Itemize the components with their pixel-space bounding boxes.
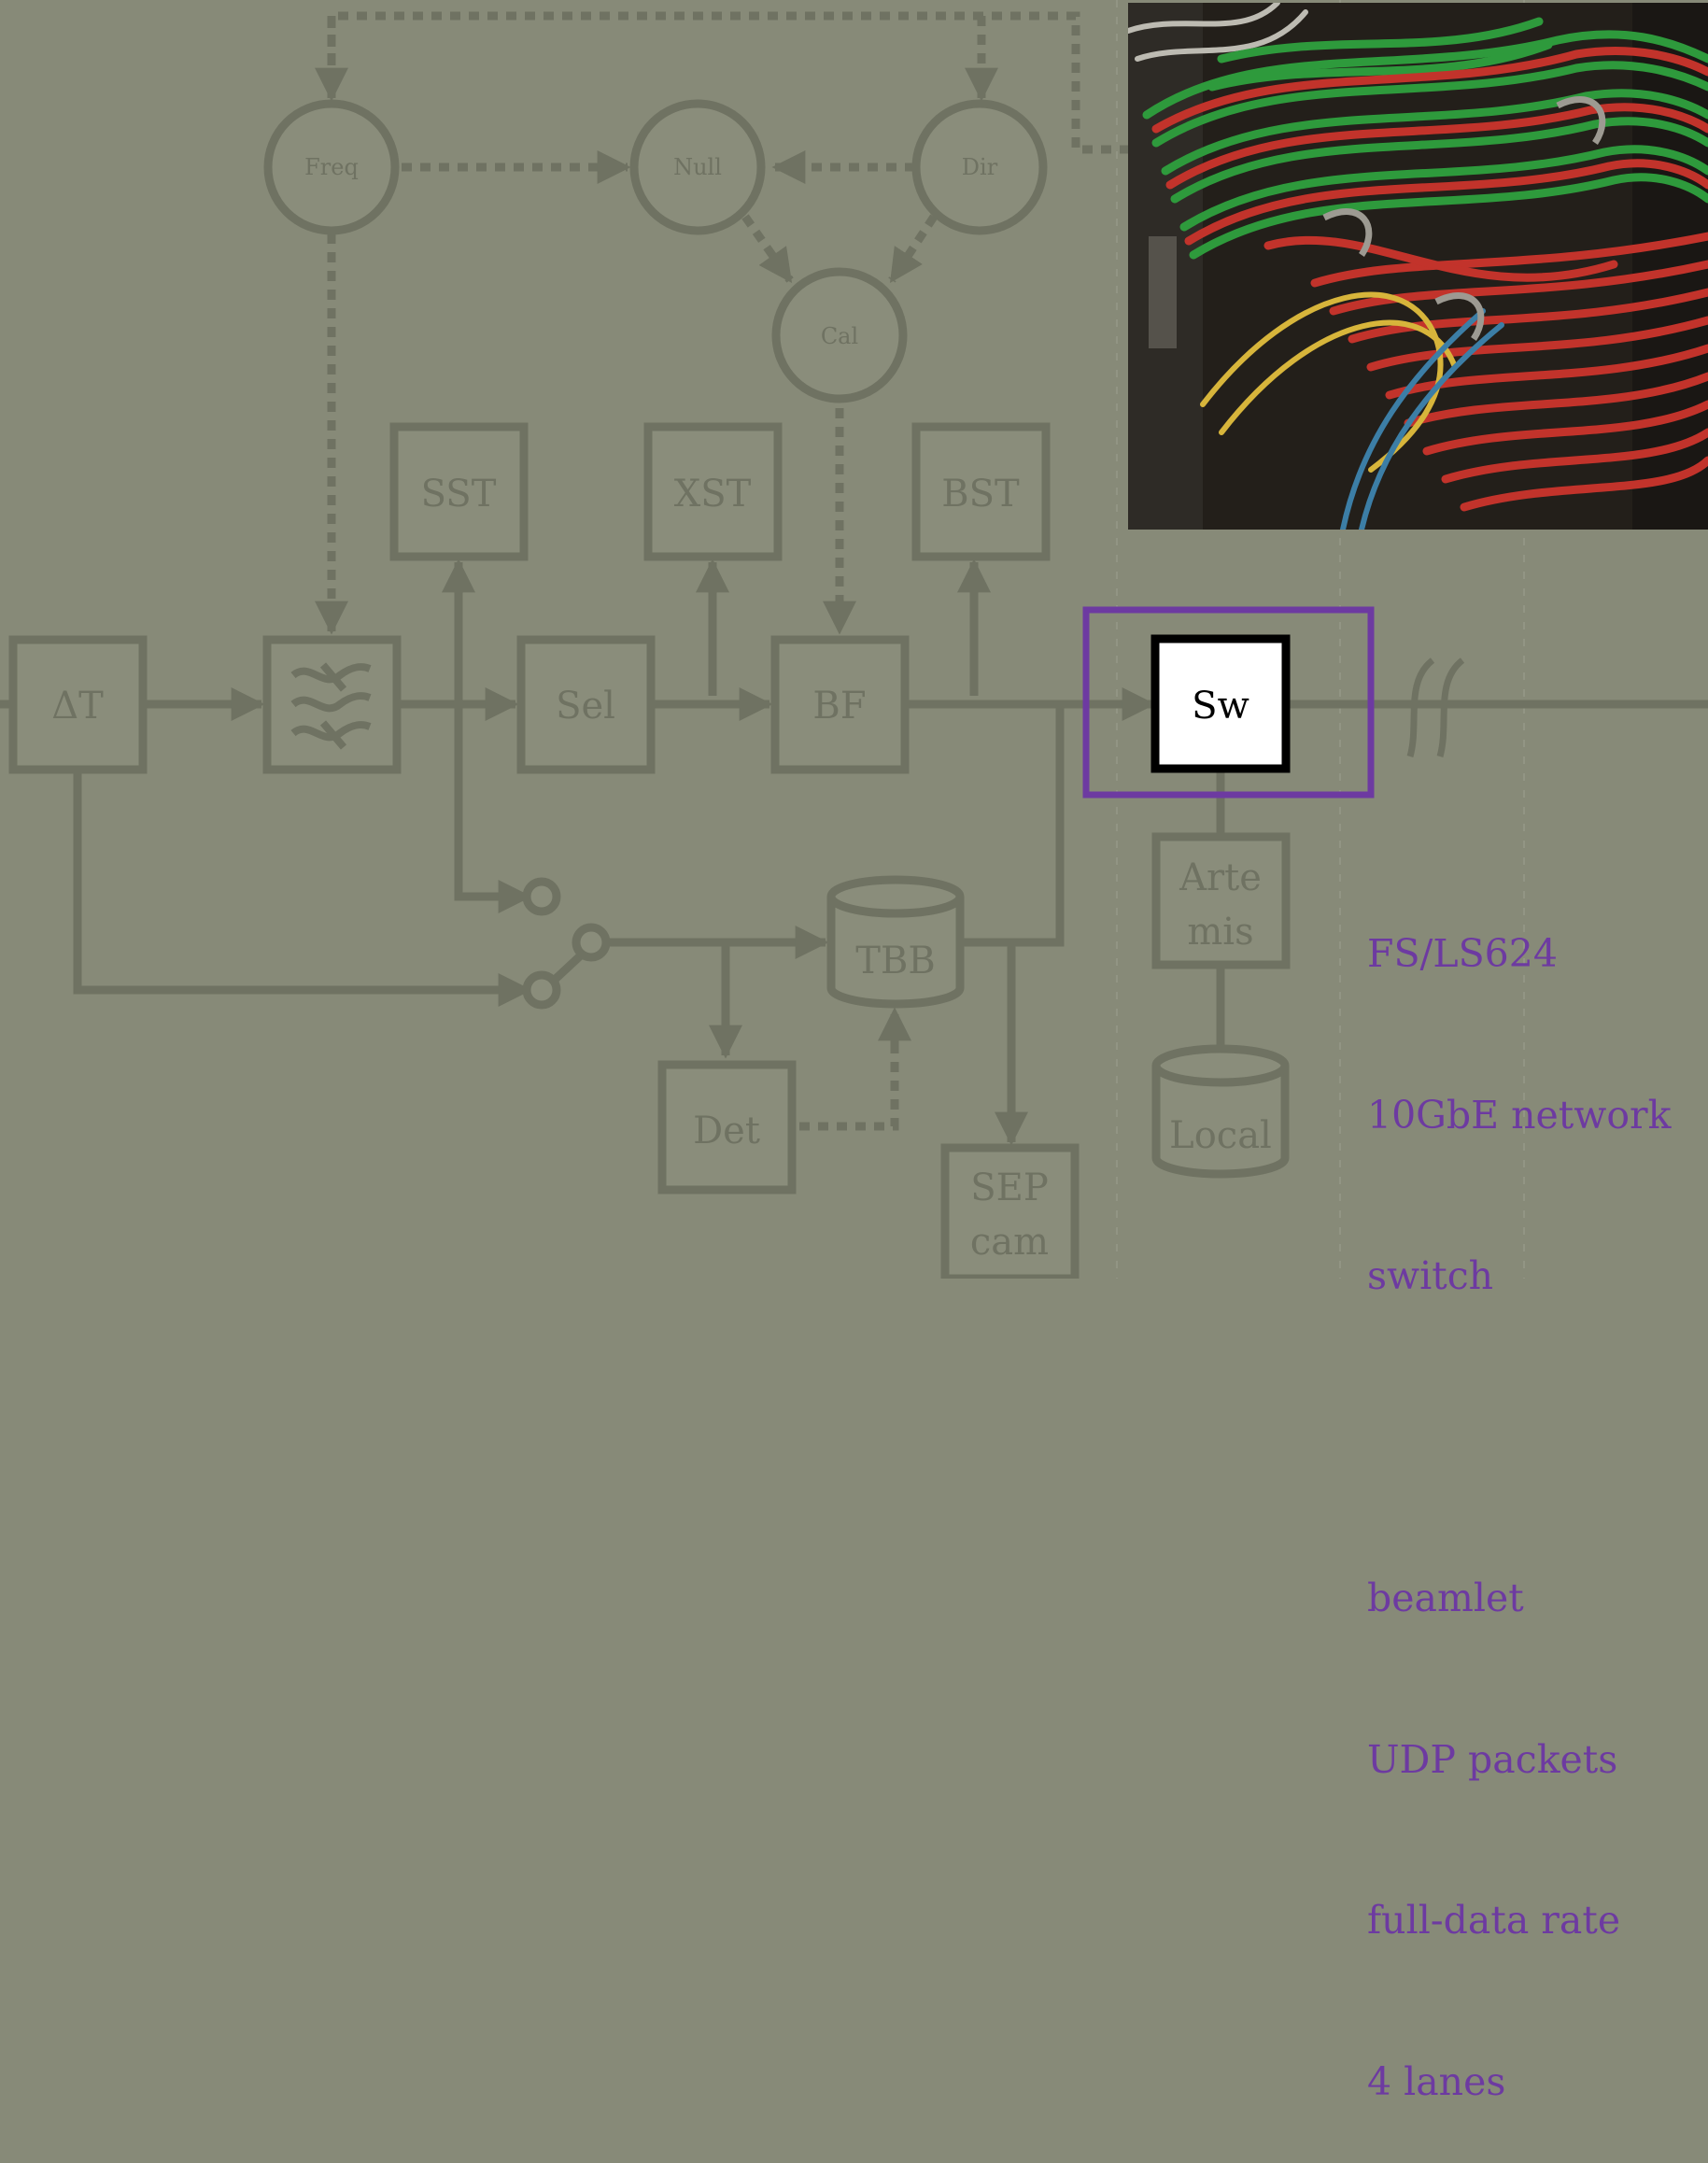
bf-label: BF xyxy=(812,685,866,728)
sep-label-line2: cam xyxy=(970,1221,1049,1264)
sep-label-line1: SEP xyxy=(970,1166,1049,1209)
dir-label: Dir xyxy=(962,154,998,180)
det-label: Det xyxy=(693,1110,760,1152)
bst-label: BST xyxy=(941,473,1020,516)
annotation-device-line1: FS/LS624 xyxy=(1367,927,1672,982)
cable-rack-image xyxy=(1128,3,1708,530)
sw-label: Sw xyxy=(1192,685,1249,728)
sst-label: SST xyxy=(421,473,497,516)
switch-contact-top xyxy=(527,882,557,912)
annotation-spacer xyxy=(1367,1411,1672,1465)
local-label: Local xyxy=(1169,1114,1272,1157)
null-label: Null xyxy=(673,154,722,180)
freq-label: Freq xyxy=(304,154,359,180)
annotation-device-line2: 10GbE network xyxy=(1367,1089,1672,1143)
delay-label: ΔT xyxy=(51,685,104,728)
cal-label: Cal xyxy=(821,323,858,349)
switch-pivot xyxy=(576,927,606,957)
artemis-label-line1: Arte xyxy=(1179,856,1262,899)
annotation-traffic-line1: beamlet xyxy=(1367,1572,1672,1626)
tbb-label: TBB xyxy=(855,940,935,983)
annotation-device-line3: switch xyxy=(1367,1250,1672,1304)
switch-contact-bottom xyxy=(527,975,557,1005)
xst-label: XST xyxy=(674,473,752,516)
annotation-traffic-line2: UDP packets xyxy=(1367,1733,1672,1788)
artemis-label-line2: mis xyxy=(1187,911,1253,954)
sel-label: Sel xyxy=(556,685,615,728)
annotation-traffic-line4: 4 lanes xyxy=(1367,2056,1672,2110)
cable-rack-photo xyxy=(1128,3,1708,530)
annotation-traffic-line3: full-data rate xyxy=(1367,1894,1672,1948)
switch-annotation: FS/LS624 10GbE network switch beamlet UD… xyxy=(1367,820,1672,2163)
